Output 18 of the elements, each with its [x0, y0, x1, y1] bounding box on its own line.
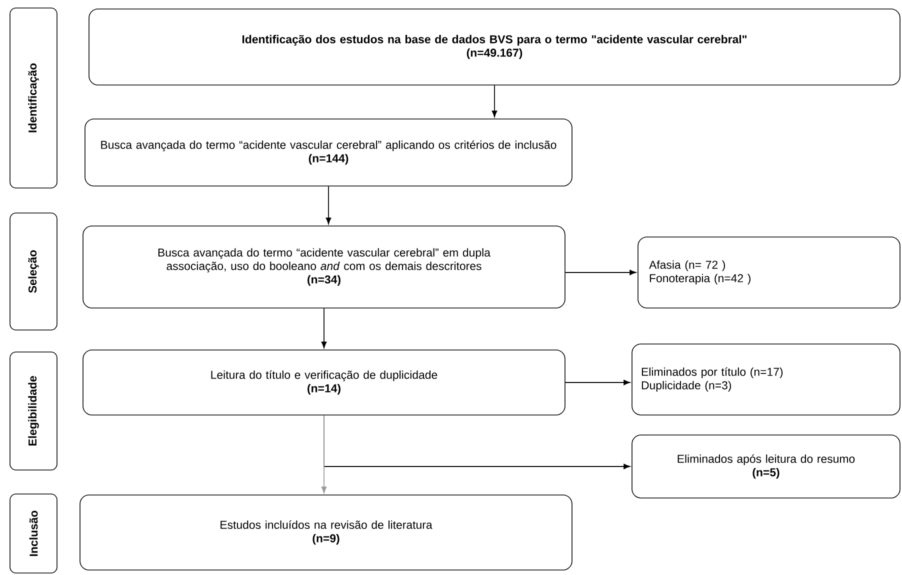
process-box: Estudos incluídos na revisão de literatura (n=9): [80, 494, 572, 570]
process-box: Afasia (n= 72 ) Fonoterapia (n=42 ): [638, 236, 900, 308]
process-box: Identificação dos estudos na base de dados BVS para o termo "acidente vascular cerebral" (n=49.167): [88, 8, 900, 86]
arrow: [326, 186, 332, 224]
stage-band: Seleção: [10, 212, 58, 330]
stage-band: Elegibilidade: [10, 352, 58, 470]
arrow: [492, 84, 498, 118]
process-box: Busca avançada do termo “acidente vascular cerebral” em dupla associação, uso do booleano and com os demais descritores (n=34): [82, 226, 566, 308]
process-box: Eliminados por título (n=17) Duplicidade (n=3): [632, 344, 900, 416]
stage-band: Inclusão: [10, 494, 58, 574]
process-box: Leitura do título e verificação de duplicidade (n=14): [82, 350, 566, 416]
process-box: Busca avançada do termo “acidente vascular cerebral” aplicando os critérios de inclusão (n=144): [84, 118, 572, 186]
arrow: [564, 380, 630, 386]
arrow: [321, 308, 327, 348]
arrow: [564, 270, 636, 276]
arrow: [321, 414, 327, 494]
stage-band: Identificação: [10, 8, 58, 188]
process-box: Eliminados após leitura do resumo (n=5): [632, 434, 900, 498]
